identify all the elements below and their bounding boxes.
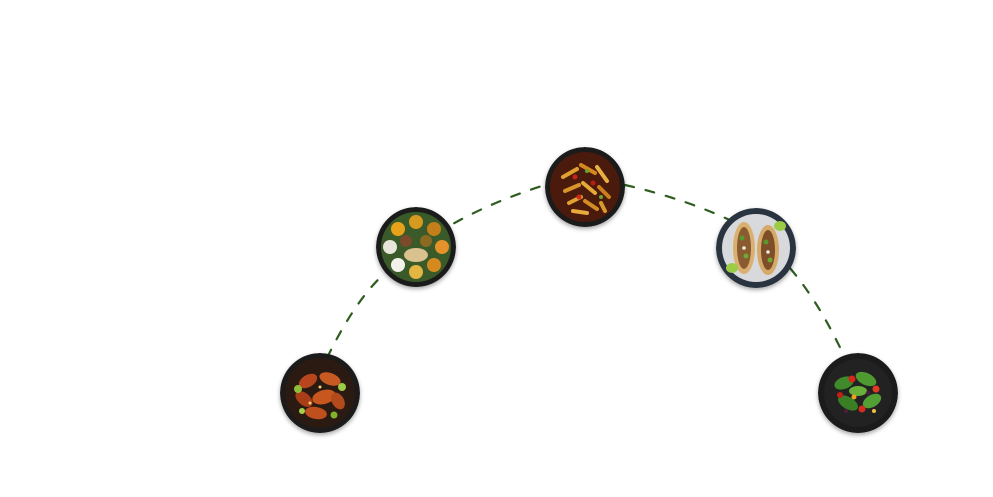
dish-green-salad[interactable] <box>818 353 898 433</box>
dish-chicken-wings[interactable] <box>280 353 360 433</box>
green-salad-dish-icon <box>818 353 898 433</box>
thali-platter-dish-icon <box>376 207 456 287</box>
tacos-dish-icon <box>716 208 796 288</box>
dish-thali-platter[interactable] <box>376 207 456 287</box>
dish-tacos[interactable] <box>716 208 796 288</box>
chicken-wings-dish-icon <box>280 353 360 433</box>
dish-penne-pasta[interactable] <box>545 147 625 227</box>
penne-pasta-dish-icon <box>545 147 625 227</box>
